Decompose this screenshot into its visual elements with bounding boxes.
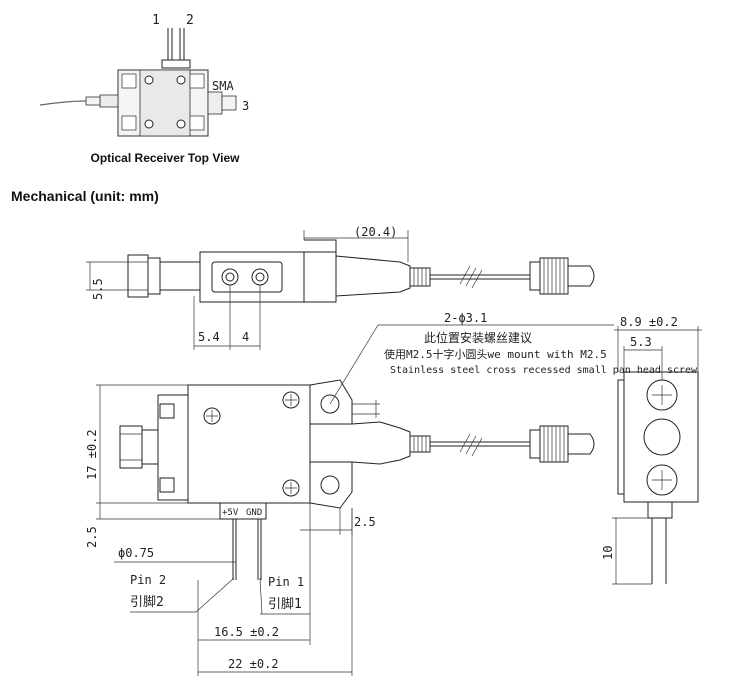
dim-phi-0-75: ϕ0.75 [118,546,154,560]
side-view: 5.5 (20.4) 5.4 4 [86,225,595,350]
mechanical-heading: Mechanical (unit: mm) [11,188,159,204]
dim-4: 4 [242,330,249,344]
dim-20-4: (20.4) [354,225,397,239]
note-cn-line2: 使用M2.5十字小圆头we mount with M2.5 [384,347,607,361]
top-view-diagram: 1 2 SMA 3 [39,13,249,137]
dim-22: 22 ±0.2 [228,657,279,671]
top-pin1-label: 1 [152,13,160,28]
pin2-cn-label: 引脚2 [130,594,164,610]
end-view: 8.9 ±0.2 5.3 10 [601,315,702,585]
gnd-label: GND [246,508,262,518]
dim-5-5: 5.5 [91,278,105,300]
plus5v-label: +5V [222,508,239,518]
dim-5-4: 5.4 [198,330,220,344]
dim-8-9: 8.9 ±0.2 [620,315,678,329]
pin1-label: Pin 1 [268,575,304,589]
front-view: +5V GND 17 ±0.2 2.5 ϕ0.75 Pin 2 引脚2 Pin … [85,324,614,676]
dim-10: 10 [601,546,615,560]
top-pin3-label: 3 [242,99,249,113]
dim-2-5-right: 2.5 [354,515,376,529]
top-view-caption: Optical Receiver Top View [90,151,240,165]
top-sma-label: SMA [212,79,234,93]
dim-5-3: 5.3 [630,335,652,349]
dim-16-5: 16.5 ±0.2 [214,625,279,639]
note-cn-line1: 此位置安装螺丝建议 [424,330,532,345]
pin1-cn-label: 引脚1 [268,596,302,612]
pin2-label: Pin 2 [130,573,166,587]
dim-2-phi-3-1: 2-ϕ3.1 [444,311,487,325]
dim-17: 17 ±0.2 [85,429,99,480]
top-pin2-label: 2 [186,13,194,28]
dim-2-5-left: 2.5 [85,526,99,548]
note-en-line: Stainless steel cross recessed small pan… [390,365,698,376]
